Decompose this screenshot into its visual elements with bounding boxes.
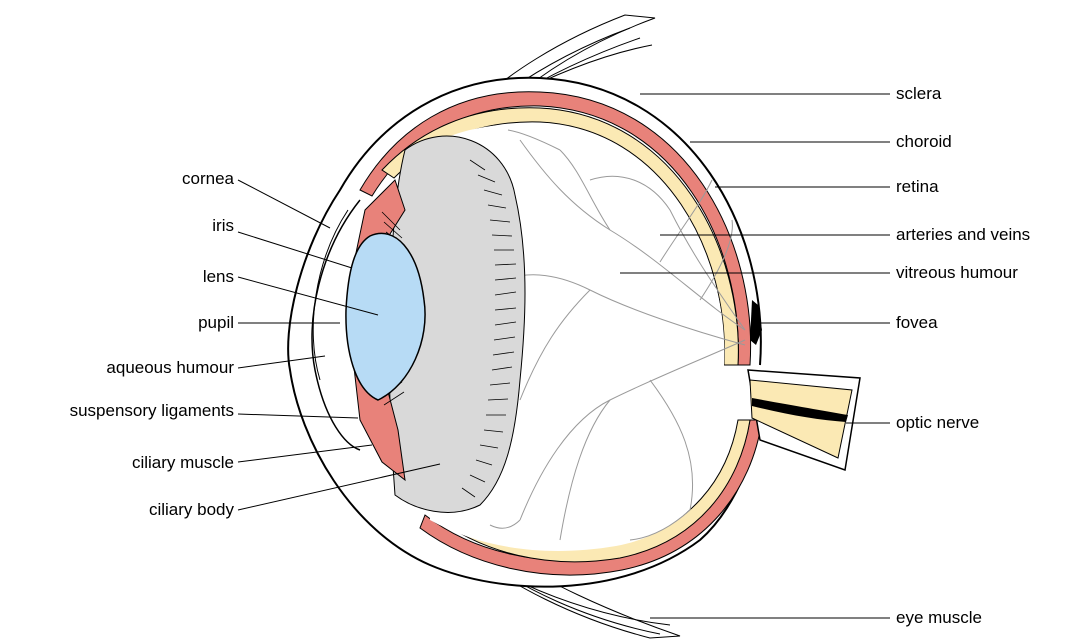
label-iris: iris — [120, 216, 234, 236]
label-arteries-and-veins: arteries and veins — [896, 225, 1030, 245]
label-optic-nerve: optic nerve — [896, 413, 979, 433]
label-vitreous-humour: vitreous humour — [896, 263, 1018, 283]
label-aqueous-humour: aqueous humour — [30, 358, 234, 378]
optic-nerve-shape — [748, 370, 860, 470]
label-sclera: sclera — [896, 84, 941, 104]
label-cornea: cornea — [120, 169, 234, 189]
label-choroid: choroid — [896, 132, 952, 152]
label-retina: retina — [896, 177, 939, 197]
label-eye-muscle: eye muscle — [896, 608, 982, 628]
label-pupil: pupil — [120, 313, 234, 333]
label-lens: lens — [120, 267, 234, 287]
label-fovea: fovea — [896, 313, 938, 333]
label-ciliary-body: ciliary body — [30, 500, 234, 520]
label-ciliary-muscle: ciliary muscle — [30, 453, 234, 473]
label-suspensory-ligaments: suspensory ligaments — [0, 401, 234, 421]
